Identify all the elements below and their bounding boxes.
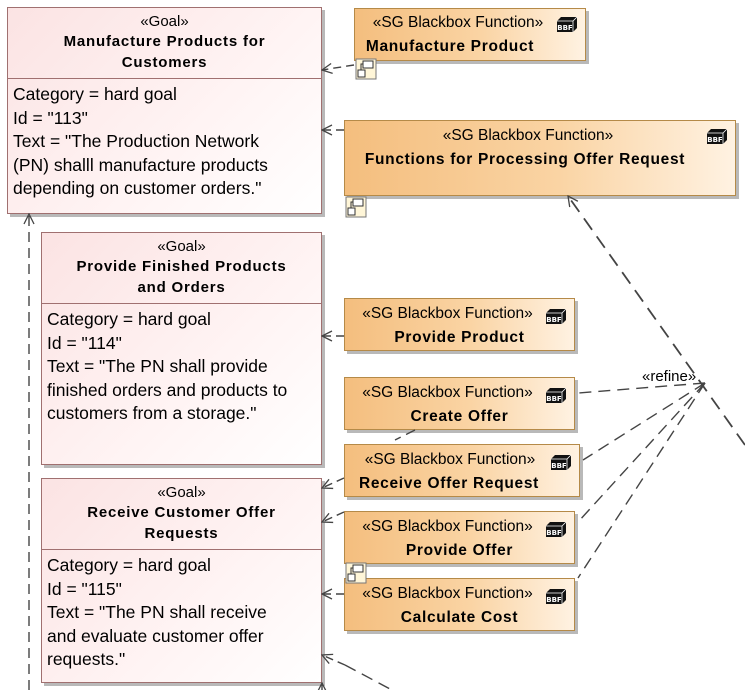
bbf-block-icon: BBF [545,387,567,404]
function-name: Provide Product [394,329,525,346]
svg-text:BBF: BBF [707,136,723,144]
function-processing-offer-request[interactable]: «SG Blackbox Function» Functions for Pro… [344,120,736,196]
goal-attr-category: Category = hard goal [13,84,177,104]
goal-attributes: Category = hard goal Id = "114" Text = "… [42,304,321,426]
function-stereotype: «SG Blackbox Function» [442,127,614,144]
goal-attr-text: Text = "The PN shall receive [47,602,267,622]
goal-attributes: Category = hard goal Id = "113" Text = "… [8,79,321,201]
svg-text:BBF: BBF [546,395,562,403]
function-receive-offer-request[interactable]: «SG Blackbox Function» Receive Offer Req… [344,444,580,497]
edge-refine-main [568,196,745,446]
refine-label: «refine» [642,368,697,385]
svg-text:BBF: BBF [557,24,573,32]
function-name: Provide Offer [405,542,514,559]
goal-attr-text: depending on customer orders." [13,178,262,198]
goal-stereotype: «Goal» [157,238,206,255]
edge-refine-provide-offer [577,382,706,523]
edge-refine-cross [394,429,416,441]
goal-attributes: Category = hard goal Id = "115" Text = "… [42,550,321,672]
function-name: Create Offer [410,408,509,425]
goal-stereotype: «Goal» [140,13,189,30]
bbf-block-icon: BBF [545,308,567,325]
goal-name-line: Customers [121,54,208,71]
function-calculate-cost[interactable]: «SG Blackbox Function» Calculate Cost BB… [344,578,575,631]
function-stereotype: «SG Blackbox Function» [372,14,544,31]
svg-text:BBF: BBF [546,316,562,324]
bbf-block-icon: BBF [556,16,578,33]
function-stereotype: «SG Blackbox Function» [362,518,533,535]
goal-attr-category: Category = hard goal [47,309,211,329]
diagram-link-icon[interactable] [345,562,367,584]
goal-attr-id: Id = "113" [13,107,88,128]
goal-header: «Goal» Receive Customer Offer Requests [42,479,321,550]
edge-bottom-goal [322,655,346,666]
function-manufacture-product[interactable]: «SG Blackbox Function» Manufacture Produ… [354,8,586,61]
function-name: Functions for Processing Offer Request [364,151,686,168]
goal-attr-text: (PN) shalll manufacture products [13,154,268,175]
edge-receive-offer-request [322,477,345,488]
goal-stereotype: «Goal» [157,484,206,501]
diagram-link-icon[interactable] [345,196,367,218]
goal-attr-id: Id = "114" [47,332,122,353]
goal-name-line: Requests [144,525,219,542]
function-provide-product[interactable]: «SG Blackbox Function» Provide Product B… [344,298,575,351]
function-create-offer[interactable]: «SG Blackbox Function» Create Offer BBF [344,377,575,430]
goal-receive-customer-offer[interactable]: «Goal» Receive Customer Offer Requests C… [41,478,322,683]
svg-text:BBF: BBF [551,462,567,470]
goal-attr-text: and evaluate customer offer [47,625,264,646]
edge-manufacture-product [322,65,355,70]
svg-text:BBF: BBF [546,596,562,604]
goal-name-line: and Orders [137,279,226,296]
svg-text:BBF: BBF [546,529,562,537]
goal-attr-category: Category = hard goal [47,555,211,575]
goal-provide-finished-products[interactable]: «Goal» Provide Finished Products and Ord… [41,232,322,465]
function-stereotype: «SG Blackbox Function» [364,451,536,468]
goal-name-line: Provide Finished Products [76,258,287,275]
function-name: Calculate Cost [400,609,519,626]
edge-refine-bottom [344,664,393,690]
function-name: Manufacture Product [365,38,535,55]
bbf-block-icon: BBF [545,588,567,605]
goal-name-line: Manufacture Products for [63,33,266,50]
goal-attr-text: Text = "The PN shall provide [47,356,268,376]
bbf-block-icon: BBF [545,521,567,538]
edge-refine-receive [582,382,706,461]
goal-manufacture-products[interactable]: «Goal» Manufacture Products for Customer… [7,7,322,214]
goal-attr-text: customers from a storage." [47,403,257,423]
diagram-link-icon[interactable] [355,58,377,80]
goal-attr-id: Id = "115" [47,578,122,599]
goal-name-line: Receive Customer Offer [87,504,276,521]
goal-header: «Goal» Provide Finished Products and Ord… [42,233,321,304]
bbf-block-icon: BBF [550,454,572,471]
edge-refine-calc [577,382,706,579]
function-stereotype: «SG Blackbox Function» [362,384,533,401]
function-provide-offer[interactable]: «SG Blackbox Function» Provide Offer BBF [344,511,575,564]
goal-attr-text: requests." [47,649,126,669]
bbf-block-icon: BBF [706,128,728,145]
function-stereotype: «SG Blackbox Function» [362,585,533,602]
goal-header: «Goal» Manufacture Products for Customer… [8,8,321,79]
goal-attr-text: Text = "The Production Network [13,131,259,151]
function-stereotype: «SG Blackbox Function» [362,305,533,322]
function-name: Receive Offer Request [358,475,540,492]
edge-provide-offer [322,511,345,522]
goal-attr-text: finished orders and products to [47,379,288,400]
